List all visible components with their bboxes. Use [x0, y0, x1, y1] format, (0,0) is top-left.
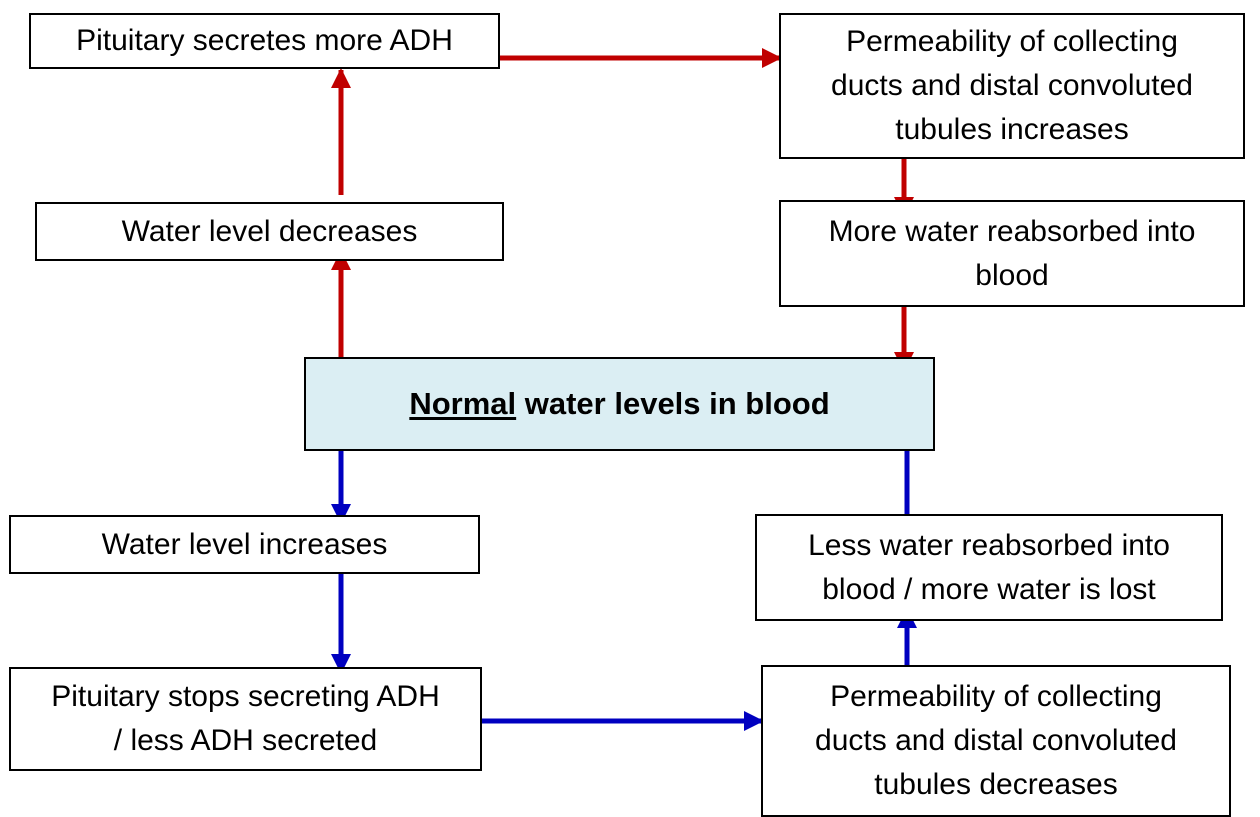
box-permeability-increases: Permeability of collecting ducts and dis… — [779, 13, 1245, 159]
box-pituitary-secretes-more-text: Pituitary secretes more ADH — [76, 24, 453, 57]
box-water-level-increases-text: Water level increases — [101, 527, 388, 561]
box-normal-water-levels: Normal water levels in blood — [304, 357, 935, 451]
box-water-level-increases: Water level increases — [9, 515, 480, 574]
box-pituitary-stops-secreting: Pituitary stops secreting ADH / less ADH… — [9, 667, 482, 771]
box-more-water-reabsorbed: More water reabsorbed into blood — [779, 200, 1245, 307]
center-label-rest: water levels in blood — [516, 386, 830, 421]
box-more-water-reabsorbed-text: More water reabsorbed into blood — [828, 214, 1196, 292]
box-permeability-increases-text: Permeability of collecting ducts and dis… — [831, 25, 1193, 146]
center-label-underlined: Normal — [409, 386, 517, 421]
box-water-level-decreases: Water level decreases — [35, 202, 504, 261]
box-permeability-decreases: Permeability of collecting ducts and dis… — [761, 665, 1231, 817]
box-pituitary-stops-secreting-text: Pituitary stops secreting ADH / less ADH… — [51, 680, 440, 757]
box-less-water-reabsorbed: Less water reabsorbed into blood / more … — [755, 514, 1223, 621]
box-permeability-decreases-text: Permeability of collecting ducts and dis… — [815, 680, 1177, 801]
center-label: Normal water levels in blood — [409, 382, 829, 426]
box-less-water-reabsorbed-text: Less water reabsorbed into blood / more … — [808, 528, 1170, 606]
box-pituitary-secretes-more: Pituitary secretes more ADH — [29, 13, 500, 69]
box-water-level-decreases-text: Water level decreases — [121, 214, 418, 248]
